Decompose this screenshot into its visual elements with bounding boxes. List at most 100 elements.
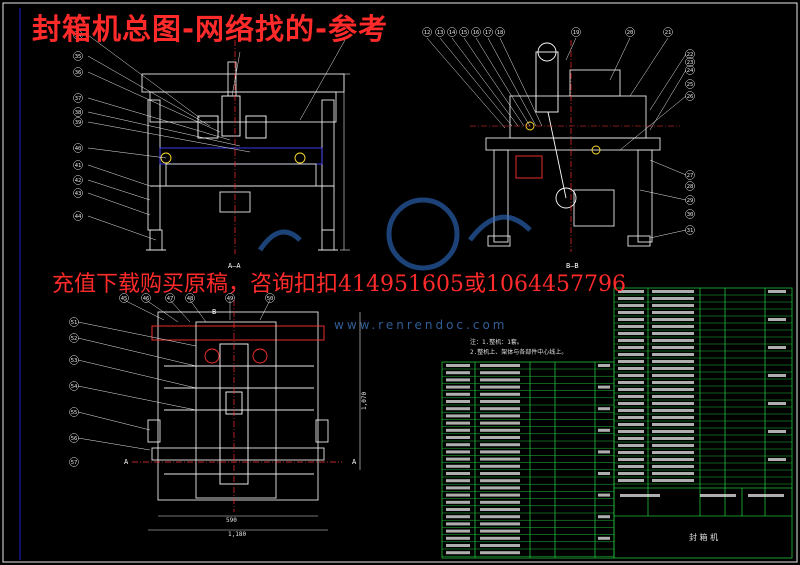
balloon-29: 29 [687, 198, 694, 204]
table-cell-text-left-48 [446, 479, 470, 483]
balloon-55-circle [69, 407, 79, 417]
balloon-43: 43 [75, 191, 82, 197]
balloon-15-circle [459, 27, 469, 37]
table-cell-text-left-7 [480, 378, 520, 382]
balloon-25: 25 [687, 82, 694, 88]
section-mark-a-left: A [124, 458, 129, 466]
balloon-34: 34 [75, 33, 82, 39]
balloon-48-circle [185, 293, 195, 303]
balloon-27: 27 [687, 173, 694, 179]
balloon-43-circle [73, 188, 83, 198]
table-cell-text-left-13 [480, 392, 520, 396]
balloon-22-circle [685, 49, 695, 59]
table-cell-text-left-47 [598, 472, 610, 475]
table-cell-text-left-10 [480, 385, 520, 389]
table-cell-text-right-33 [618, 367, 644, 370]
balloon-56-circle [69, 433, 79, 443]
balloon-36: 36 [75, 70, 82, 76]
table-cell-text-left-57 [446, 500, 470, 504]
balloon-46: 46 [143, 296, 150, 302]
table-cell-text-right-6 [618, 304, 644, 307]
table-cell-text-left-54 [446, 493, 470, 497]
balloon-34-circle [73, 30, 83, 40]
balloon-47: 47 [167, 296, 174, 302]
balloon-28-circle [685, 181, 695, 191]
balloon-31-circle [685, 225, 695, 235]
title-block-machine-name: 封 箱 机 [689, 533, 719, 542]
table-cell-text-left-69 [446, 529, 470, 533]
table-cell-text-right-57 [618, 423, 644, 426]
balloon-20-circle [625, 27, 635, 37]
table-cell-text-right-55 [652, 416, 694, 419]
table-cell-text-right-48 [618, 402, 644, 405]
balloon-48: 48 [187, 296, 194, 302]
balloon-21-circle [663, 27, 673, 37]
table-cell-text-right-72 [618, 458, 644, 461]
table-cell-text-left-0 [446, 364, 470, 367]
table-cell-text-left-12 [446, 392, 470, 396]
table-cell-text-right-36 [618, 374, 644, 377]
balloon-25-circle [685, 79, 695, 89]
balloon-45: 45 [121, 296, 128, 302]
table-cell-text-right-43 [652, 388, 694, 391]
table-cell-text-right-52 [652, 409, 694, 412]
balloon-15: 15 [461, 30, 468, 36]
balloon-51-circle [69, 317, 79, 327]
balloon-30: 30 [687, 212, 694, 218]
balloon-14: 14 [449, 30, 456, 36]
table-cell-text-right-42 [618, 388, 644, 391]
balloon-50: 50 [267, 296, 274, 302]
table-cell-text-left-64 [480, 515, 520, 519]
balloon-52-circle [69, 333, 79, 343]
front-view [141, 40, 350, 254]
balloon-12: 12 [424, 30, 431, 36]
table-cell-text-right-40 [652, 381, 694, 384]
table-cell-text-left-79 [480, 551, 520, 555]
table-cell-text-left-29 [598, 428, 610, 432]
balloon-38: 38 [75, 110, 82, 116]
front-view-leaders [87, 34, 346, 241]
table-cell-text-right-34 [652, 367, 694, 370]
table-cell-text-right-66 [618, 444, 644, 447]
table-cell-text-right-76 [652, 465, 694, 468]
table-cell-text-left-37 [480, 450, 520, 454]
balloon-50-circle [265, 293, 275, 303]
table-cell-text-right-3 [618, 297, 644, 300]
table-cell-text-left-21 [446, 414, 470, 418]
balloon-51: 51 [71, 320, 78, 326]
table-cell-text-left-18 [446, 407, 470, 411]
balloon-13-circle [435, 27, 445, 37]
side-view [470, 40, 680, 252]
balloon-44-circle [73, 211, 83, 221]
section-mark-a-right: A [352, 458, 357, 466]
table-cell-text-right-15 [618, 325, 644, 328]
balloon-55: 55 [71, 410, 78, 416]
table-cell-text-left-31 [480, 436, 520, 439]
table-cell-text-left-28 [480, 428, 520, 432]
table-cell-text-left-49 [480, 479, 520, 483]
table-cell-text-right-63 [618, 437, 644, 440]
balloon-53: 53 [71, 358, 78, 364]
table-cell-text-left-27 [446, 428, 470, 432]
table-cell-text-left-45 [446, 472, 470, 475]
balloon-38-circle [73, 107, 83, 117]
table-cell-text-left-40 [480, 457, 520, 461]
table-cell-text-title-900 [620, 494, 660, 497]
table-cell-text-left-46 [480, 472, 520, 475]
balloon-39: 39 [75, 120, 82, 126]
balloon-29-circle [685, 195, 695, 205]
table-cell-text-left-60 [446, 508, 470, 511]
table-cell-text-right-19 [652, 332, 694, 335]
balloon-45-circle [119, 293, 129, 303]
table-cell-text-left-6 [446, 378, 470, 382]
table-cell-text-right-79 [652, 472, 694, 475]
balloon-53-circle [69, 355, 79, 365]
balloon-36-circle [73, 67, 83, 77]
table-cell-text-right-73 [652, 458, 694, 461]
table-cell-text-right-69 [618, 451, 644, 454]
balloon-26-circle [685, 91, 695, 101]
watermark-logo [257, 197, 532, 271]
